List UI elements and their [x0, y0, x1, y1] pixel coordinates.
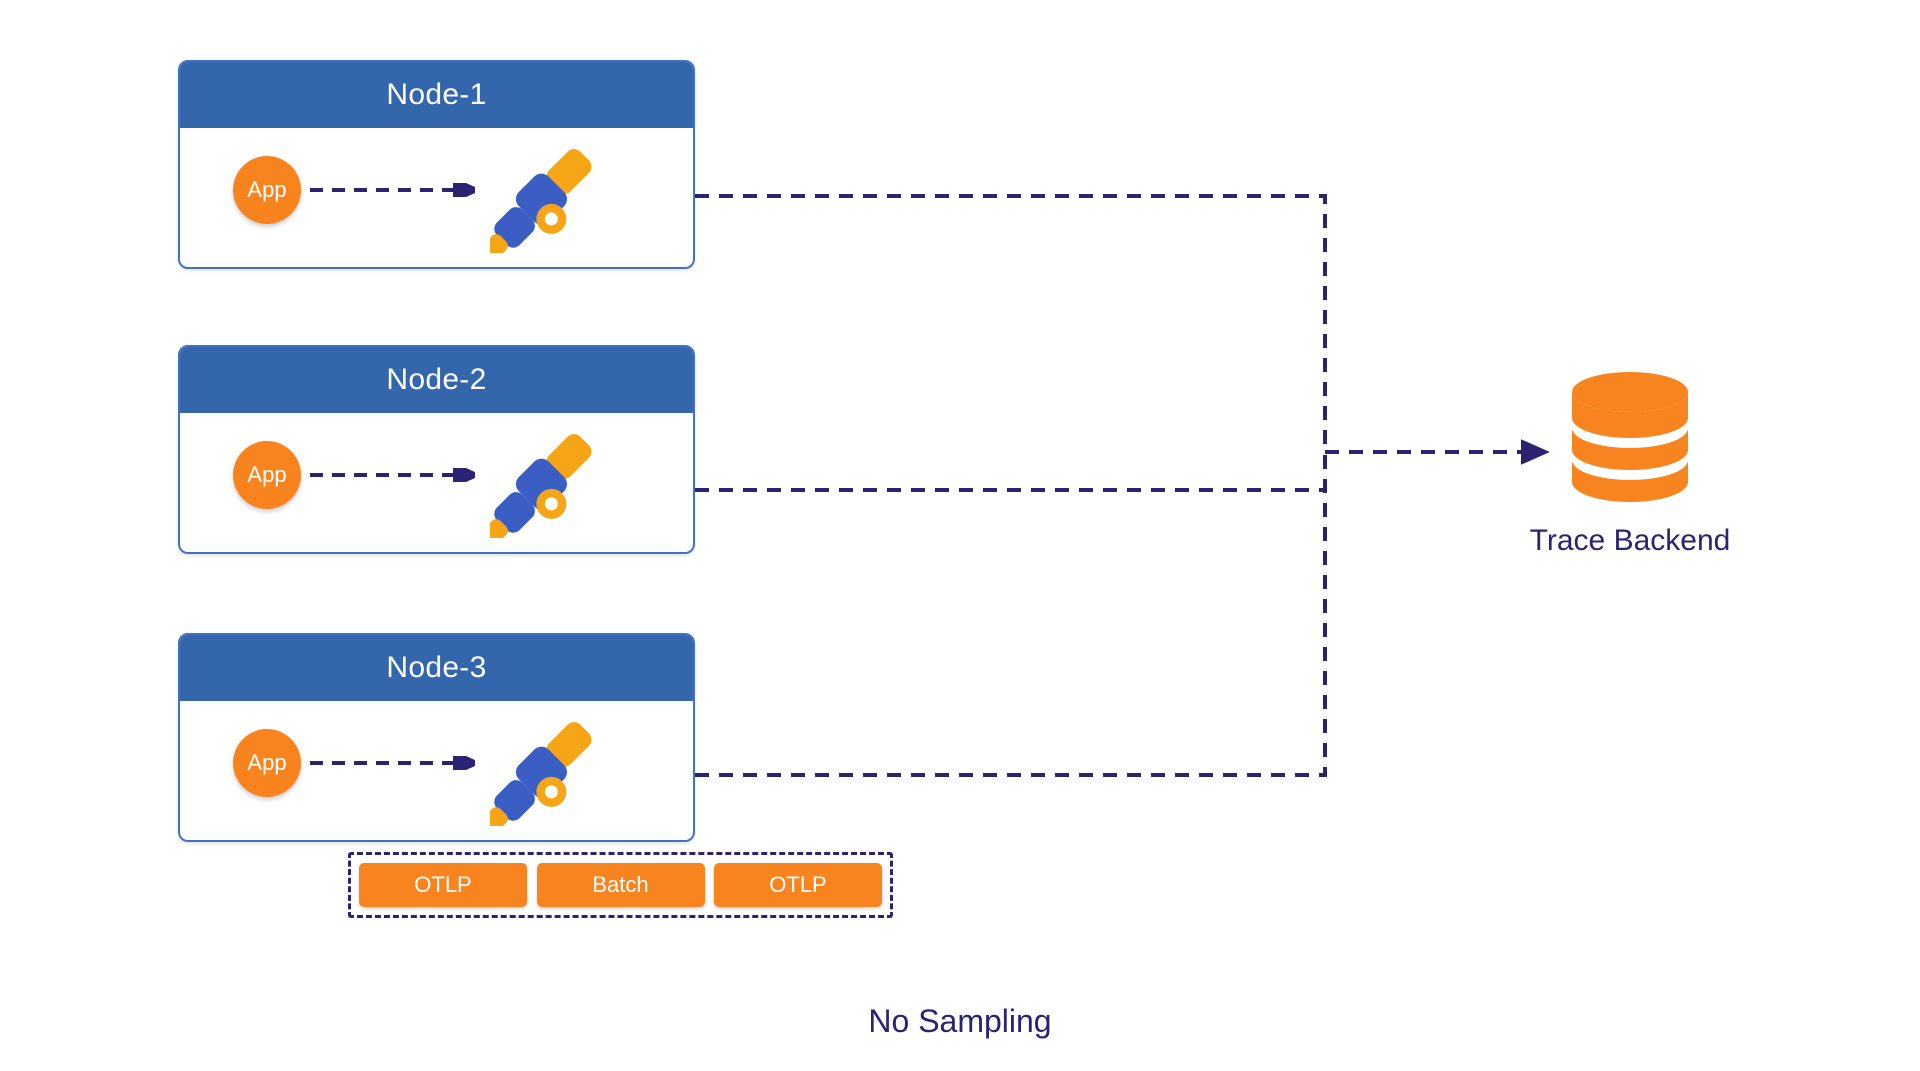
arrow-right-icon — [310, 756, 475, 770]
app-circle-2[interactable]: App — [233, 441, 301, 509]
node-title-2: Node-2 — [180, 347, 693, 413]
node-body-2: App — [180, 413, 693, 552]
trace-backend-label: Trace Backend — [1529, 524, 1731, 557]
collector-pipeline-group: OTLP Batch OTLP — [348, 852, 893, 918]
node-title-1: Node-1 — [180, 62, 693, 128]
node-card-1[interactable]: Node-1 App — [178, 60, 695, 269]
pipeline-stage-batch-processor[interactable]: Batch — [536, 863, 705, 907]
arrow-right-icon — [310, 183, 475, 197]
opentelemetry-collector-icon — [490, 149, 592, 253]
node-body-1: App — [180, 128, 693, 267]
footer-caption: No Sampling — [868, 1003, 1052, 1039]
node-card-2[interactable]: Node-2 App — [178, 345, 695, 554]
app-circle-1[interactable]: App — [233, 156, 301, 224]
connector-node3-to-trunk — [695, 452, 1327, 777]
pipeline-stage-otlp-receiver[interactable]: OTLP — [359, 863, 527, 907]
opentelemetry-collector-icon — [490, 722, 592, 826]
app-circle-3[interactable]: App — [233, 729, 301, 797]
pipeline-stage-otlp-exporter[interactable]: OTLP — [714, 863, 882, 907]
node-card-3[interactable]: Node-3 App — [178, 633, 695, 842]
connector-node1-to-trunk — [695, 194, 1327, 452]
trace-backend-group[interactable]: Trace Backend — [1525, 370, 1735, 558]
arrow-right-icon — [310, 468, 475, 482]
node-title-3: Node-3 — [180, 635, 693, 701]
database-cylinder-icon — [1572, 372, 1688, 502]
node-body-3: App — [180, 701, 693, 840]
opentelemetry-collector-icon — [490, 434, 592, 538]
